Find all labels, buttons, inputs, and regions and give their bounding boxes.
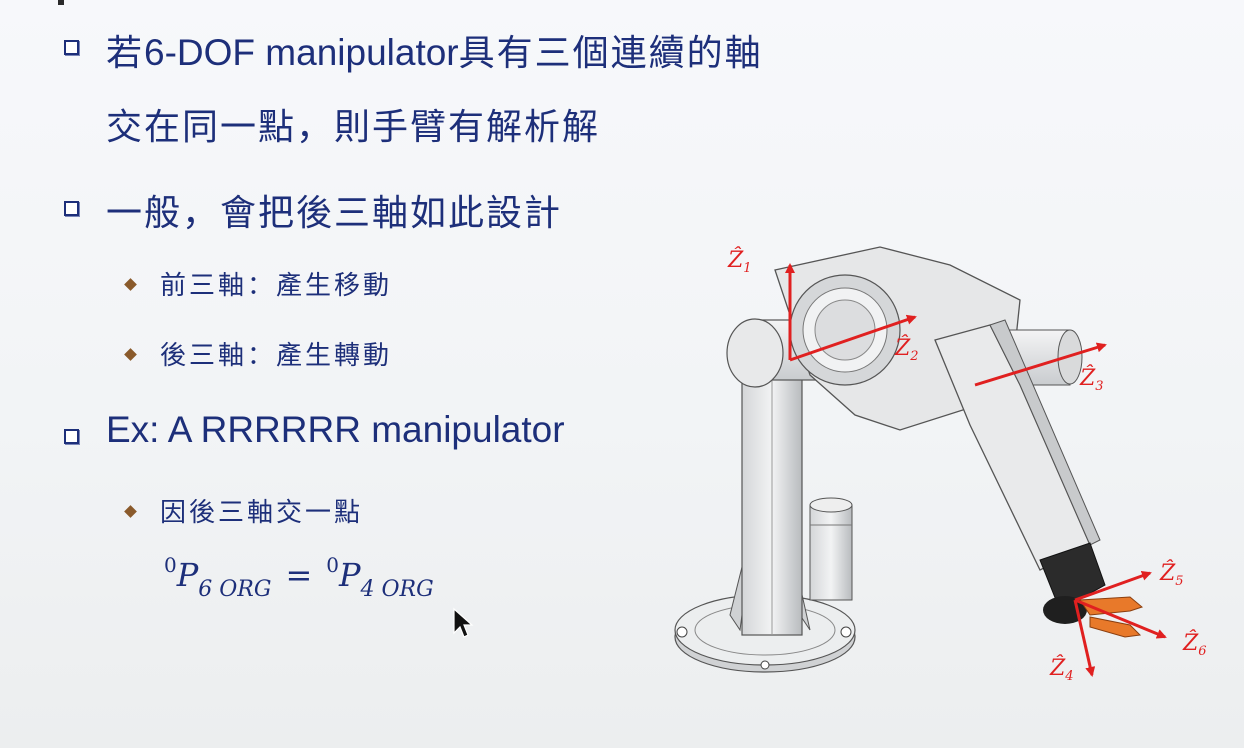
formula-lhs-sub: 6 ORG	[198, 577, 272, 602]
bullet-2-sub-1: 前三軸：產生移動	[160, 271, 393, 301]
square-bullet-icon	[64, 429, 79, 444]
formula-lhs-sup: 0	[164, 553, 177, 577]
bullet-1-prefix: 若	[106, 33, 145, 74]
bullet-1-line-1: 若6-DOF manipulator具有三個連續的軸	[106, 24, 763, 76]
diamond-bullet-icon	[124, 278, 137, 291]
bullet-2-text: 一般，會把後三軸如此設計	[106, 193, 563, 234]
diamond-bullet-icon	[124, 348, 137, 361]
formula-rhs-p: P	[338, 556, 361, 594]
bullet-1-line-2: 交在同一點，則手臂有解析解	[106, 107, 601, 148]
formula-equals: =	[285, 556, 313, 594]
formula: 0P6 ORG=0P4 ORG	[164, 553, 434, 602]
bullet-1-latin: 6-DOF manipulator	[144, 32, 459, 73]
formula-rhs-sub: 4 ORG	[360, 577, 434, 602]
square-bullet-icon	[64, 201, 79, 216]
formula-lhs-p: P	[176, 556, 199, 594]
mouse-cursor-icon	[453, 607, 474, 638]
bullet-1-suffix: 具有三個連續的軸	[458, 33, 763, 74]
robot-arm-figure: Ẑ1 Ẑ2 Ẑ3 Ẑ4 Ẑ5 Ẑ6	[674, 246, 1207, 684]
axis-labels: Ẑ1 Ẑ2 Ẑ3 Ẑ4 Ẑ5 Ẑ6	[727, 246, 1207, 684]
robot-column	[741, 374, 853, 636]
axis-label-z3: Ẑ3	[1079, 364, 1104, 394]
diamond-bullet-icon	[124, 505, 137, 518]
axis-label-z1: Ẑ1	[727, 246, 752, 276]
robot-gripper	[1079, 596, 1144, 638]
axis-arrows	[785, 263, 1167, 677]
axis-label-z2: Ẑ2	[894, 334, 919, 364]
robot-forearm	[934, 319, 1106, 624]
bullet-2-sub-2: 後三軸：產生轉動	[160, 341, 393, 371]
bullet-3-sub-1: 因後三軸交一點	[160, 498, 364, 528]
axis-label-z5: Ẑ5	[1159, 559, 1184, 589]
axis-label-z6: Ẑ6	[1182, 629, 1207, 659]
axis-label-z4: Ẑ4	[1049, 654, 1074, 684]
bullet-3-text: Ex: A RRRRRR manipulator	[106, 409, 565, 450]
formula-rhs-sup: 0	[326, 553, 339, 577]
square-bullet-icon	[64, 40, 79, 55]
top-edge-mark	[58, 0, 64, 5]
